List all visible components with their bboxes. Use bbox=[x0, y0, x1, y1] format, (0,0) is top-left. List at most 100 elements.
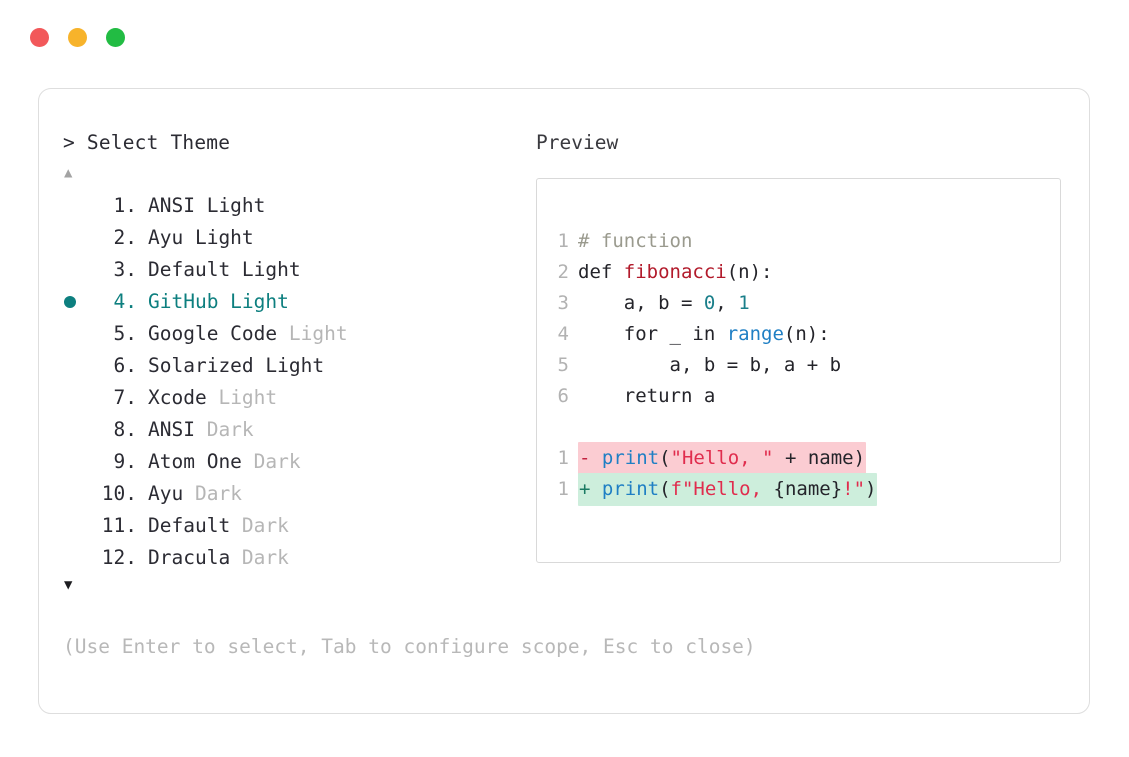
code-token: a, b = bbox=[578, 292, 704, 314]
code-token: return a bbox=[578, 385, 716, 407]
theme-list-column: > Select Theme ▲ 1. ANSI Light 2. Ayu Ligh… bbox=[63, 130, 533, 594]
code-token: a, b = b, a + b bbox=[578, 354, 842, 376]
code-token: "Hello, " bbox=[670, 447, 774, 469]
line-number: 3 bbox=[557, 292, 569, 314]
window-traffic-lights bbox=[30, 28, 125, 47]
preview-label: Preview bbox=[536, 131, 619, 154]
theme-list-item[interactable]: 4. GitHub Light bbox=[63, 286, 533, 318]
theme-list-item[interactable]: 11.Default Dark bbox=[63, 510, 533, 542]
line-number: 1 bbox=[557, 447, 569, 469]
theme-item-number: 2. bbox=[101, 226, 138, 249]
theme-item-number: 11. bbox=[101, 514, 137, 537]
theme-item-number: 8. bbox=[101, 418, 138, 441]
line-number: 6 bbox=[557, 385, 569, 407]
theme-item-name: Ayu bbox=[148, 482, 195, 505]
theme-item-name: Ayu Light bbox=[148, 226, 254, 249]
scroll-up-icon[interactable]: ▲ bbox=[64, 165, 73, 181]
theme-item-variant: Light bbox=[288, 322, 348, 345]
theme-item-name: Solarized Light bbox=[148, 354, 325, 377]
theme-item-name: GitHub Light bbox=[148, 290, 289, 313]
theme-item-number: 10. bbox=[101, 482, 137, 505]
code-token: ( bbox=[659, 447, 671, 469]
code-line: 1 # function bbox=[555, 226, 1054, 257]
theme-item-name: ANSI bbox=[148, 418, 207, 441]
code-line-text: a, b = 0, 1 bbox=[578, 288, 750, 319]
code-line-text: + print(f"Hello, {name}!") bbox=[578, 473, 878, 506]
theme-item-name: Default Light bbox=[148, 258, 301, 281]
preview-column: Preview 1 # function 2 def fibonacci(n): 3 a… bbox=[536, 130, 1066, 563]
theme-list-item[interactable]: 6.Solarized Light bbox=[63, 350, 533, 382]
code-line: 2 def fibonacci(n): bbox=[555, 257, 1054, 288]
code-token: range bbox=[726, 323, 784, 345]
theme-item-variant: Dark bbox=[206, 418, 254, 441]
theme-item-name: Xcode bbox=[148, 386, 219, 409]
code-token: (n): bbox=[783, 323, 830, 345]
close-window-button[interactable] bbox=[30, 28, 49, 47]
code-token: 0 bbox=[703, 292, 716, 314]
theme-item-number: 3. bbox=[101, 258, 138, 281]
theme-item-variant: Light bbox=[218, 386, 278, 409]
theme-list-item[interactable]: 3. Default Light bbox=[63, 254, 533, 286]
scroll-down-icon[interactable]: ▼ bbox=[64, 577, 73, 593]
code-token: fibonacci bbox=[623, 261, 727, 283]
code-blank-line bbox=[555, 412, 1054, 443]
code-line-text: def fibonacci(n): bbox=[578, 257, 772, 288]
theme-list-item[interactable]: 12. Dracula Dark bbox=[63, 542, 533, 574]
code-line: 4 for _ in range(n): bbox=[555, 319, 1054, 350]
theme-item-name: ANSI Light bbox=[148, 194, 266, 217]
theme-item-variant: Dark bbox=[241, 546, 289, 569]
theme-item-name: Default bbox=[148, 514, 242, 537]
diff-line-added: 1 + print(f"Hello, {name}!") bbox=[555, 473, 1054, 506]
code-token: - bbox=[579, 447, 602, 469]
theme-selector-card: > Select Theme ▲ 1. ANSI Light 2. Ayu Ligh… bbox=[38, 88, 1090, 714]
diff-line-removed: 1- print("Hello, " + name) bbox=[555, 442, 1054, 475]
minimize-window-button[interactable] bbox=[68, 28, 87, 47]
code-line-text: for _ in range(n): bbox=[578, 319, 830, 350]
line-number: 1 bbox=[557, 478, 569, 500]
code-token: + name) bbox=[773, 447, 866, 469]
theme-list-item[interactable]: 2. Ayu Light bbox=[63, 222, 533, 254]
code-line-text: a, b = b, a + b bbox=[578, 350, 842, 381]
theme-item-number: 12. bbox=[101, 546, 137, 569]
theme-item-number: 9. bbox=[101, 450, 138, 473]
line-number: 2 bbox=[557, 261, 569, 283]
theme-list-item[interactable]: 10. Ayu Dark bbox=[63, 478, 533, 510]
theme-list-item[interactable]: 1. ANSI Light bbox=[63, 190, 533, 222]
code-token: {name} bbox=[773, 478, 843, 500]
theme-item-number: 5. bbox=[101, 322, 138, 345]
theme-list-item[interactable]: 5. Google Code Light bbox=[63, 318, 533, 350]
code-line-text: # function bbox=[578, 226, 692, 257]
selection-bullet-cell bbox=[63, 296, 91, 308]
code-token: 1 bbox=[738, 292, 750, 314]
maximize-window-button[interactable] bbox=[106, 28, 125, 47]
keyboard-hint: (Use Enter to select, Tab to configure s… bbox=[63, 635, 756, 658]
page-title: > Select Theme bbox=[63, 131, 231, 154]
code-line: 6 return a bbox=[555, 381, 1054, 412]
selected-bullet-icon bbox=[64, 296, 76, 308]
theme-item-variant: Dark bbox=[253, 450, 301, 473]
code-token: for _ in bbox=[578, 323, 727, 345]
preview-panel: 1 # function 2 def fibonacci(n): 3 a, b = 0,… bbox=[536, 178, 1061, 563]
line-number: 1 bbox=[557, 230, 569, 252]
code-token: # function bbox=[578, 230, 693, 252]
theme-item-name: Atom One bbox=[148, 450, 254, 473]
code-token: !" bbox=[842, 478, 866, 500]
theme-item-name: Google Code bbox=[148, 322, 289, 345]
theme-list-item[interactable]: 8. ANSI Dark bbox=[63, 414, 533, 446]
code-preview: 1 # function 2 def fibonacci(n): 3 a, b = 0,… bbox=[555, 226, 1054, 506]
code-token: print bbox=[601, 447, 660, 469]
code-line-text: return a bbox=[578, 381, 716, 412]
theme-item-number: 1. bbox=[101, 194, 138, 217]
line-number: 4 bbox=[557, 323, 569, 345]
theme-item-variant: Dark bbox=[194, 482, 242, 505]
code-token: + bbox=[579, 478, 602, 500]
code-token: ) bbox=[865, 478, 877, 500]
theme-item-number: 4. bbox=[101, 290, 138, 313]
theme-list-item[interactable]: 9. Atom One Dark bbox=[63, 446, 533, 478]
code-token: print bbox=[601, 478, 660, 500]
line-number: 5 bbox=[557, 354, 569, 376]
code-token: , bbox=[715, 292, 739, 314]
theme-list[interactable]: 1. ANSI Light 2. Ayu Light 3. Default Light… bbox=[63, 190, 533, 574]
theme-list-item[interactable]: 7.Xcode Light bbox=[63, 382, 533, 414]
theme-item-name: Dracula bbox=[148, 546, 242, 569]
